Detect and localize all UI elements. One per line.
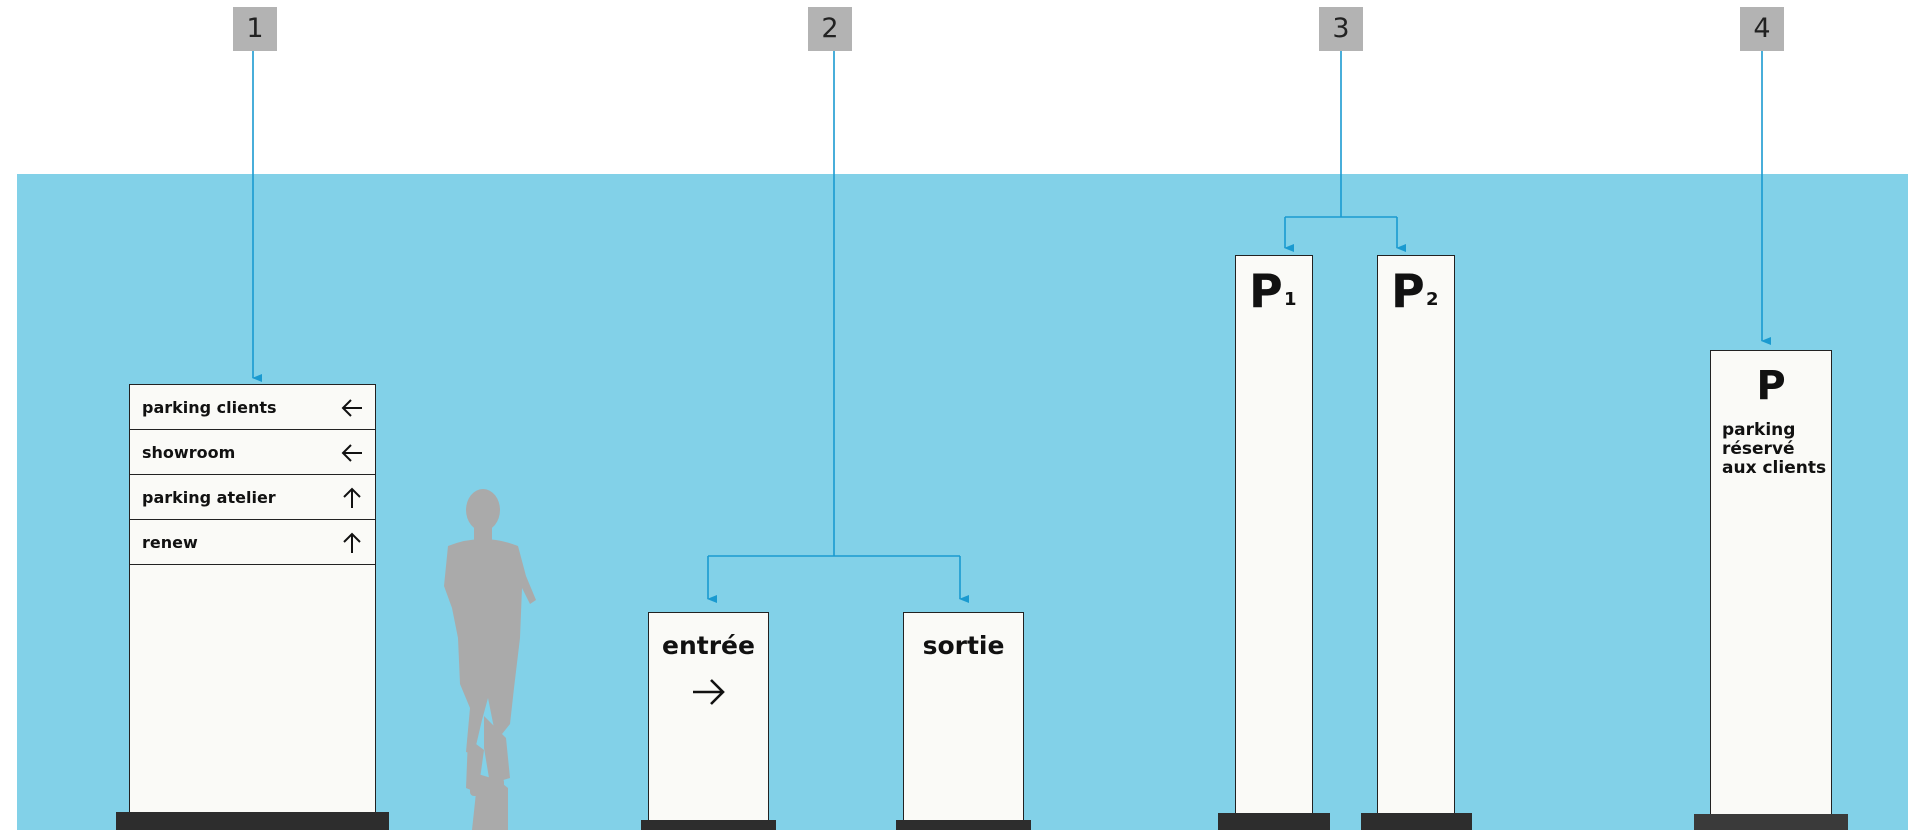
up-arrow-icon bbox=[343, 487, 361, 508]
callout-label-3: 3 bbox=[1319, 7, 1363, 51]
left-arrow-icon bbox=[341, 444, 362, 462]
sign-1-row: showroom bbox=[130, 430, 375, 475]
sign-1-row: parking clients bbox=[130, 385, 375, 430]
sign-1-row: renew bbox=[130, 520, 375, 565]
sign-3-p1-column: P 1 bbox=[1235, 255, 1313, 815]
sign-2-sortie-base bbox=[896, 820, 1031, 830]
p1-subscript: 1 bbox=[1284, 289, 1297, 310]
callout-label-2: 2 bbox=[808, 7, 852, 51]
entree-label: entrée bbox=[662, 631, 755, 660]
sign-3-p2-base bbox=[1361, 813, 1472, 830]
reserved-text: parking réservé aux clients bbox=[1722, 421, 1826, 478]
left-arrow-icon bbox=[341, 399, 362, 417]
reserved-line-2: réservé bbox=[1722, 439, 1795, 459]
sign-1-directional-totem: parking clients showroom parking atelier… bbox=[129, 384, 376, 814]
sign-1-row: parking atelier bbox=[130, 475, 375, 520]
row-label: parking clients bbox=[142, 398, 277, 417]
callout-label-4: 4 bbox=[1740, 7, 1784, 51]
sign-2-sortie-panel: sortie bbox=[903, 612, 1024, 822]
sortie-label: sortie bbox=[922, 631, 1005, 660]
right-arrow-icon bbox=[693, 679, 725, 705]
sign-2-entree-panel: entrée bbox=[648, 612, 769, 822]
sign-4-reserved-parking: P parking réservé aux clients bbox=[1710, 350, 1832, 816]
row-label: renew bbox=[142, 533, 198, 552]
person-silhouette-icon bbox=[444, 489, 536, 830]
callout-label-1: 1 bbox=[233, 7, 277, 51]
sign-3-p2-column: P 2 bbox=[1377, 255, 1455, 815]
p2-subscript: 2 bbox=[1426, 289, 1439, 310]
p1-letter: P bbox=[1249, 264, 1283, 318]
row-label: showroom bbox=[142, 443, 236, 462]
p4-letter: P bbox=[1756, 363, 1786, 409]
sign-3-p1-base bbox=[1218, 813, 1330, 830]
reserved-line-1: parking bbox=[1722, 420, 1796, 440]
sign-4-base bbox=[1694, 814, 1848, 830]
row-label: parking atelier bbox=[142, 488, 276, 507]
p2-letter: P bbox=[1391, 264, 1425, 318]
reserved-line-3: aux clients bbox=[1722, 458, 1827, 478]
sign-1-base bbox=[116, 812, 389, 830]
up-arrow-icon bbox=[343, 532, 361, 553]
sign-2-entree-base bbox=[641, 820, 776, 830]
